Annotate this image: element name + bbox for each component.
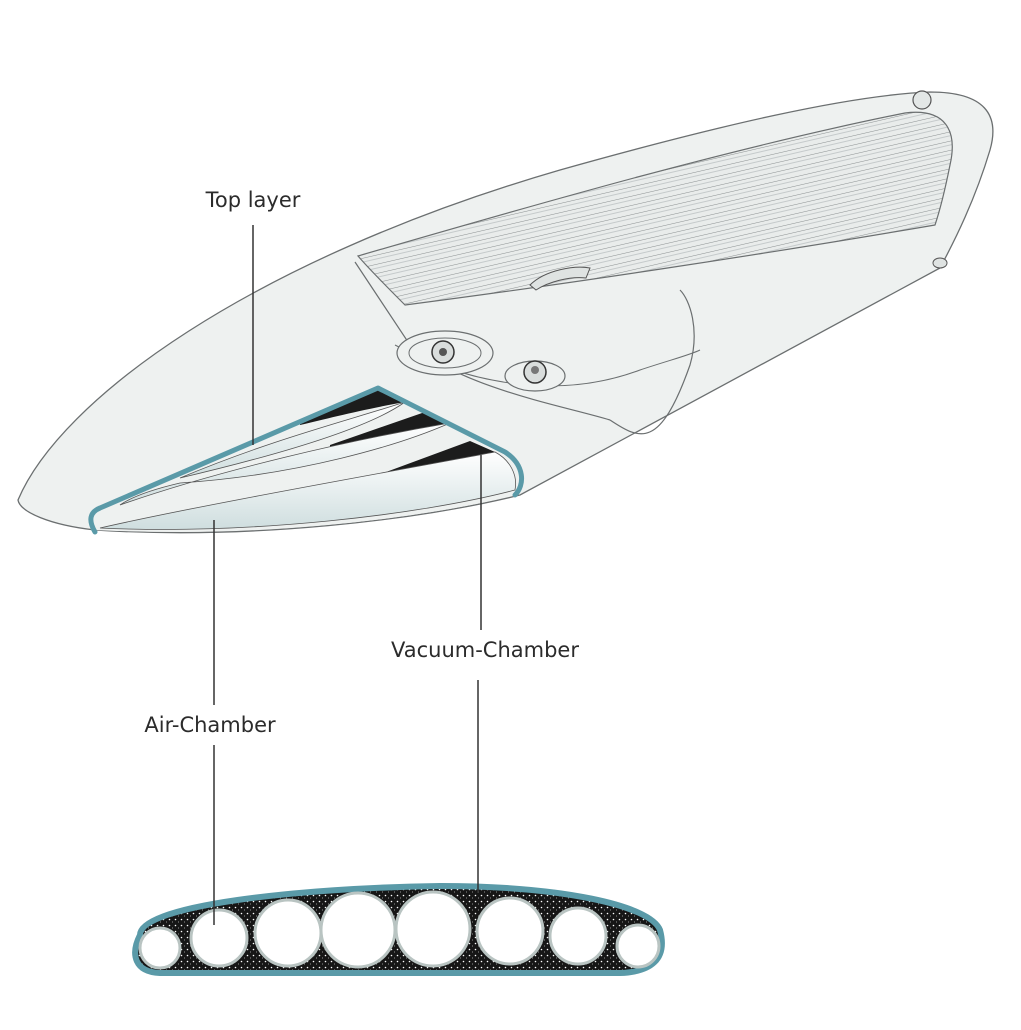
cutaway-section bbox=[88, 385, 525, 535]
fin-box bbox=[932, 257, 948, 269]
label-vacuum-chamber: Vacuum-Chamber bbox=[391, 638, 579, 662]
air-chamber-tube bbox=[189, 908, 249, 968]
air-chamber-tube bbox=[548, 906, 608, 966]
air-chamber bbox=[99, 451, 517, 530]
air-chamber-tube bbox=[138, 926, 182, 970]
air-chamber-tube bbox=[394, 890, 472, 968]
label-air-chamber: Air-Chamber bbox=[144, 713, 276, 737]
leash-plug bbox=[912, 90, 932, 110]
top-layer-outline bbox=[88, 385, 525, 535]
seam-line bbox=[609, 289, 695, 435]
air-chamber-tube bbox=[615, 923, 661, 969]
air-chamber-tube bbox=[475, 896, 545, 966]
deck-handle bbox=[529, 266, 591, 291]
label-top-layer: Top layer bbox=[205, 188, 301, 212]
valve-icon bbox=[396, 330, 494, 376]
air-chamber bbox=[119, 422, 451, 506]
valve-icon bbox=[504, 360, 566, 392]
air-chamber-tube bbox=[319, 891, 397, 969]
air-chamber-tube bbox=[253, 898, 323, 968]
vacuum-layer bbox=[300, 390, 405, 425]
cross-section bbox=[132, 882, 665, 976]
deck-pad bbox=[356, 111, 953, 306]
